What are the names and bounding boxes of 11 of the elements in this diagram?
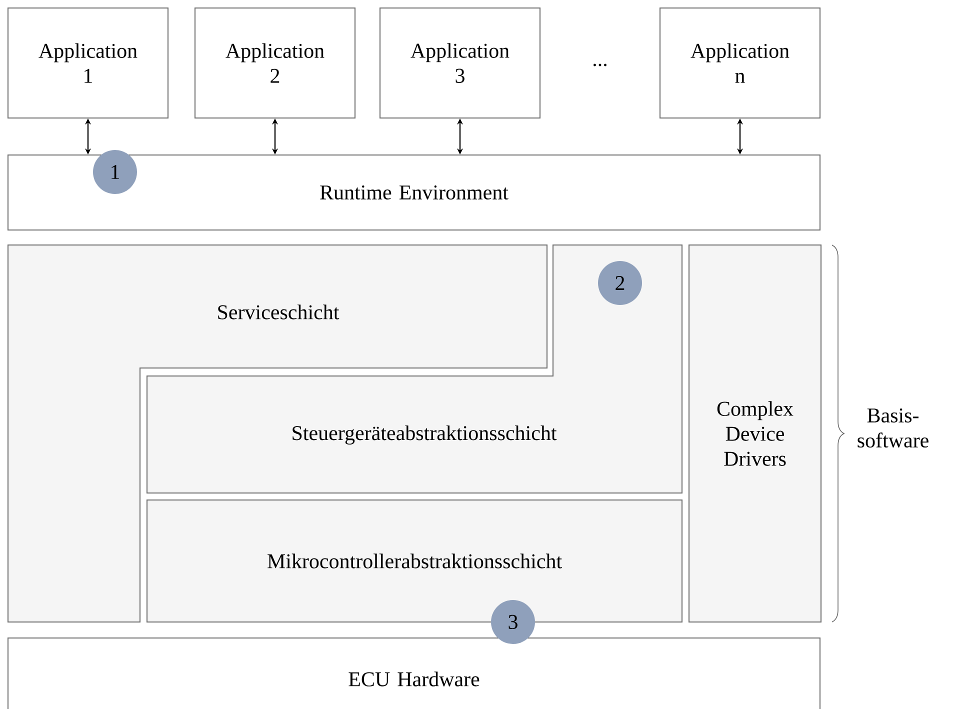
callout-number: 1 (93, 150, 137, 194)
callout-number: 2 (598, 261, 642, 305)
layer-box: ECU Hardware (8, 638, 820, 709)
application-box: Application 1 (8, 8, 168, 118)
layer-box: Complex Device Drivers (688, 244, 822, 622)
ellipsis: ... (594, 64, 606, 66)
brace-label: Basis-software (858, 408, 928, 448)
callout-number: 3 (491, 600, 535, 644)
application-box: Application 3 (380, 8, 540, 118)
application-box: Application 2 (194, 8, 356, 118)
application-box: Application n (660, 8, 820, 118)
